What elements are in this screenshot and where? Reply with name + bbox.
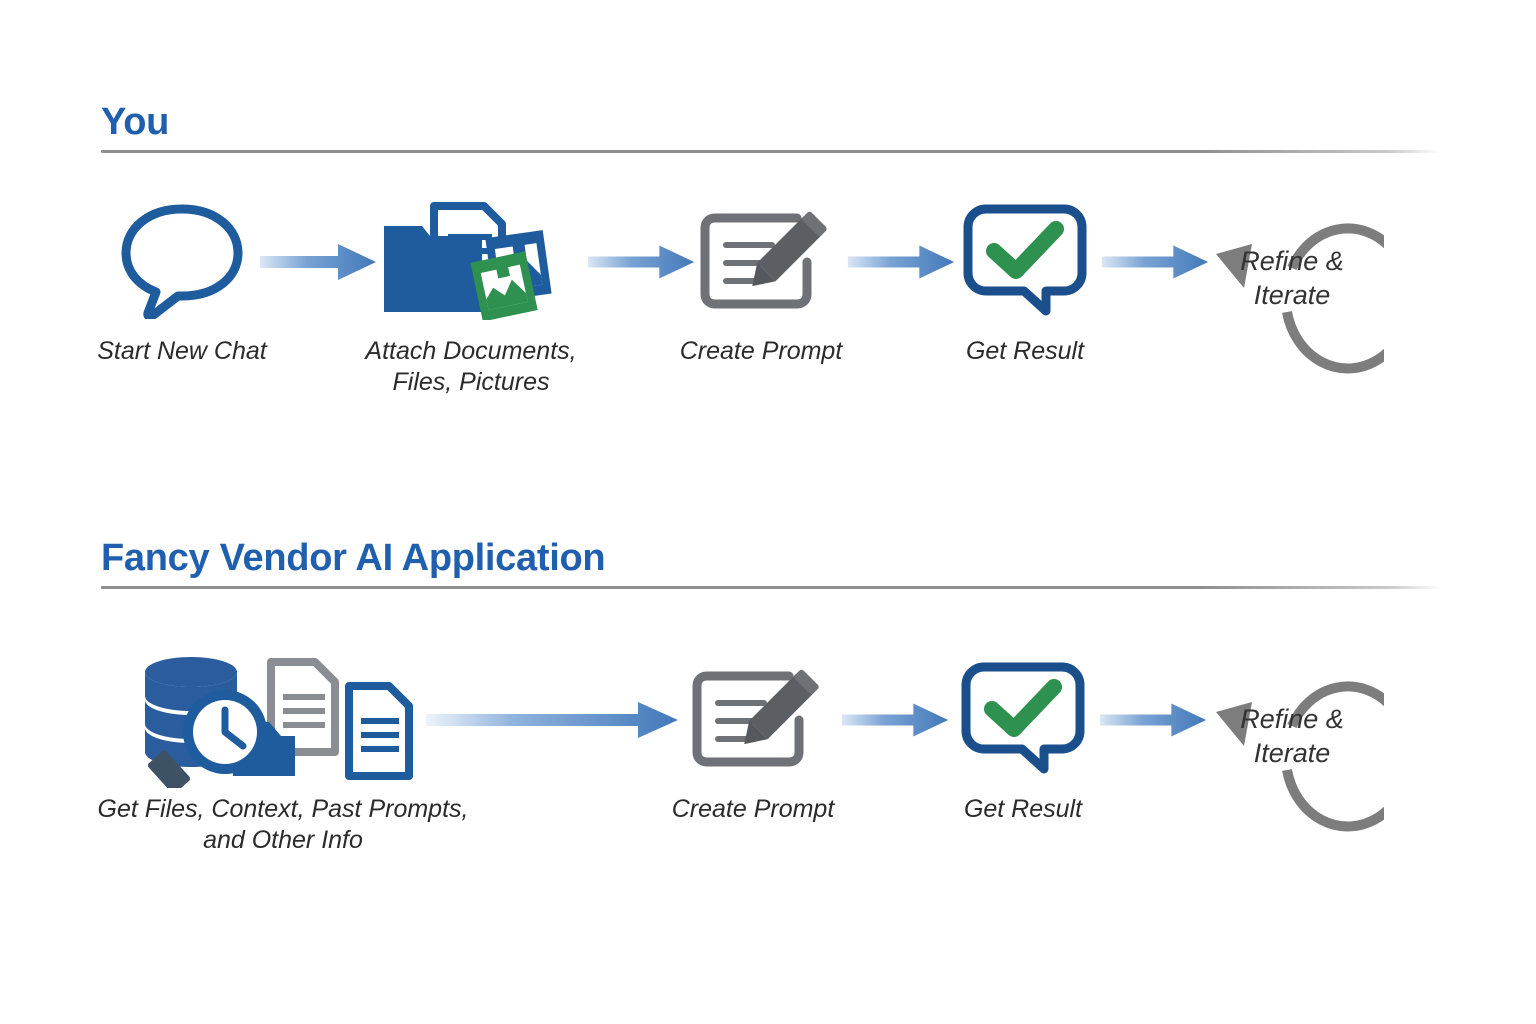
step-label: Start New Chat: [97, 337, 267, 365]
step-refine-iterate[interactable]: Refine & Iterate: [1200, 640, 1415, 832]
checkmark-speech-bubble-icon: [938, 648, 1108, 788]
step-start-new-chat[interactable]: Start New Chat: [96, 190, 268, 367]
step-label: Attach Documents, Files, Pictures: [365, 337, 577, 396]
flow-row-fancy-vendor: Get Files, Context, Past Prompts, and Ot…: [0, 648, 1536, 908]
step-create-prompt[interactable]: Create Prompt: [666, 190, 856, 367]
circular-arrow-icon: [1216, 223, 1415, 374]
step-refine-iterate[interactable]: Refine & Iterate: [1200, 182, 1415, 374]
step-attach-documents[interactable]: Attach Documents, Files, Pictures: [360, 190, 582, 398]
arrow-chat-to-attach: [258, 242, 378, 287]
section-divider-you: [101, 150, 1441, 153]
step-label: Create Prompt: [671, 795, 835, 823]
step-get-result[interactable]: Get Result: [940, 190, 1110, 367]
arrow-files-to-prompt: [424, 700, 680, 745]
notepad-pencil-icon: [658, 648, 848, 788]
notepad-pencil-icon: [666, 190, 856, 330]
circular-arrow-icon: [1216, 681, 1415, 832]
arrow-result-to-refine: [1100, 242, 1210, 287]
step-get-files-context[interactable]: Get Files, Context, Past Prompts, and Ot…: [88, 648, 478, 856]
folder-documents-pictures-icon: [360, 190, 582, 330]
speech-bubble-icon: [96, 190, 268, 330]
section-title-fancy-vendor: Fancy Vendor AI Application: [101, 537, 606, 579]
section-header-you: You: [101, 100, 1441, 153]
step-label: Get Result: [963, 795, 1083, 823]
arrow-result-to-refine: [1098, 700, 1208, 745]
database-clock-documents-icon: [88, 648, 478, 788]
step-label: Get Result: [965, 337, 1085, 365]
section-title-you: You: [101, 101, 170, 143]
arrow-attach-to-prompt: [586, 242, 696, 287]
section-header-fancy-vendor: Fancy Vendor AI Application: [101, 536, 1441, 589]
step-get-result[interactable]: Get Result: [938, 648, 1108, 825]
arrow-prompt-to-result: [846, 242, 956, 287]
step-label: Create Prompt: [679, 337, 843, 365]
flow-row-you: Start New Chat: [0, 190, 1536, 450]
section-divider-fancy-vendor: [101, 586, 1441, 589]
step-create-prompt[interactable]: Create Prompt: [658, 648, 848, 825]
arrow-prompt-to-result: [840, 700, 950, 745]
checkmark-speech-bubble-icon: [940, 190, 1110, 330]
step-label: Get Files, Context, Past Prompts, and Ot…: [97, 795, 469, 854]
